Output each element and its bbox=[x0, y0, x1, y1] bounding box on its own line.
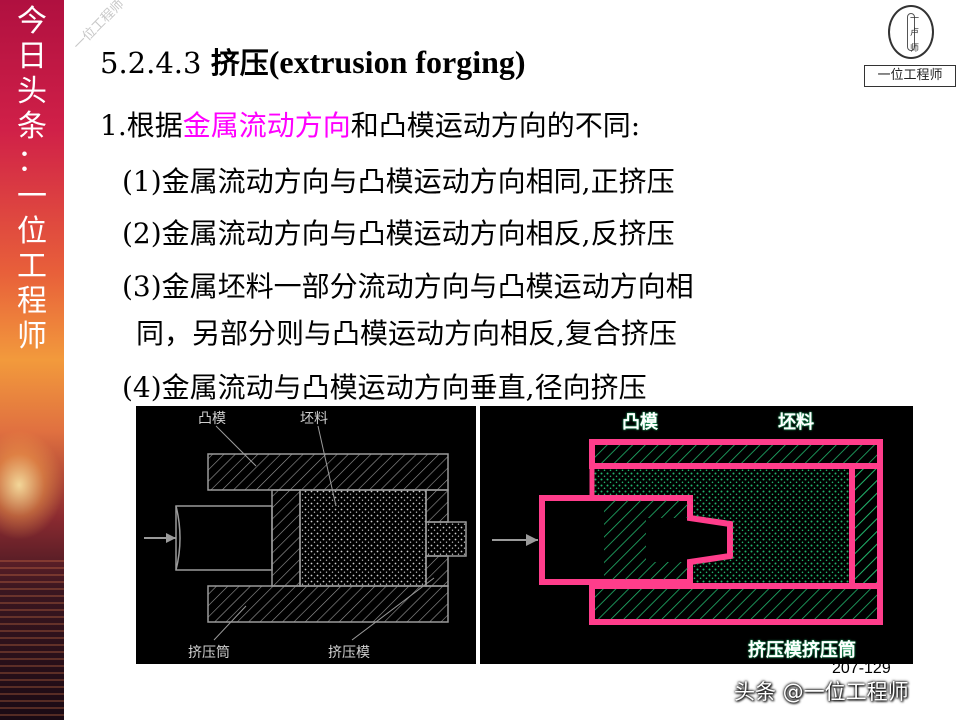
sidebar-text: 今 日 头 条 ： 一 位 工 程 师 bbox=[17, 4, 47, 354]
sidebar-banner: 今 日 头 条 ： 一 位 工 程 师 bbox=[0, 0, 64, 720]
line-radial-extrusion: (4)金属流动与凸模运动方向垂直,径向挤压 bbox=[122, 371, 647, 404]
slide-title: 5.2.4.3 挤压(extrusion forging) bbox=[100, 40, 526, 82]
line-1-highlight: 金属流动方向 bbox=[182, 109, 351, 142]
line-combined-extrusion-b: 同，另部分则与凸模运动方向相反,复合挤压 bbox=[136, 317, 677, 350]
line-1-suffix: 和凸模运动方向的不同: bbox=[350, 109, 641, 142]
sunset-glow bbox=[0, 430, 64, 540]
logo: 一 卢 师 一位工程师 bbox=[864, 5, 956, 87]
line-combined-extrusion-a: (3)金属坯料一部分流动方向与凸模运动方向相 bbox=[122, 270, 694, 303]
line-1-prefix: 1.根据 bbox=[100, 109, 183, 142]
line-backward-extrusion: (2)金属流动方向与凸模运动方向相反,反挤压 bbox=[122, 217, 675, 250]
backward-extrusion-figure: 凸模 坯料 挤压模挤压筒 bbox=[480, 406, 913, 664]
section-number: 5.2.4.3 bbox=[100, 46, 202, 80]
label-punch: 凸模 bbox=[198, 411, 226, 427]
label-billet: 坯料 bbox=[778, 412, 814, 433]
label-die: 挤压模 bbox=[328, 645, 370, 661]
title-en: (extrusion forging) bbox=[268, 44, 526, 80]
sea-reflection bbox=[0, 560, 64, 720]
logo-seal-icon: 一 卢 师 bbox=[888, 5, 934, 59]
label-container: 挤压筒 bbox=[188, 645, 230, 661]
forward-extrusion-figure: 凸模 坯料 挤压筒 挤压模 bbox=[136, 406, 476, 664]
logo-label: 一位工程师 bbox=[864, 65, 956, 87]
title-zh: 挤压 bbox=[210, 46, 269, 80]
label-punch: 凸模 bbox=[622, 412, 658, 433]
line-forward-extrusion: (1)金属流动方向与凸模运动方向相同,正挤压 bbox=[122, 165, 675, 198]
page-number: 207-129 bbox=[832, 660, 891, 677]
label-billet: 坯料 bbox=[300, 411, 328, 427]
label-die-container: 挤压模挤压筒 bbox=[748, 640, 856, 661]
watermark: 头条 @一位工程师 bbox=[734, 680, 909, 704]
line-1: 1.根据金属流动方向和凸模运动方向的不同: bbox=[100, 104, 640, 144]
